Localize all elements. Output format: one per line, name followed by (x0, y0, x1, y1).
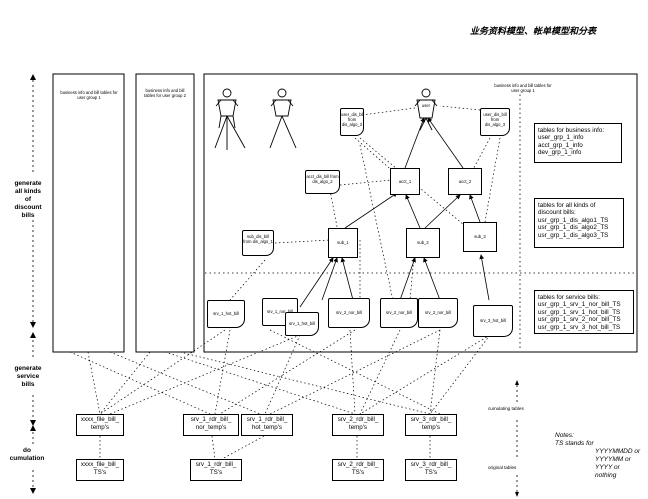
temp-line1: srv_2_rdr_bill_ (337, 416, 379, 423)
notes-line: TS stands for (555, 440, 594, 447)
user-dis-bill-a: user_dis_bill from dis_algo_3 (340, 108, 364, 136)
ts-line2: TS's (351, 469, 365, 476)
person-figures (214, 88, 438, 150)
temp-line2: hot_temp's (251, 424, 283, 431)
info-service-line: usr_grp_1_srv_1_nor_bill_TS (538, 301, 621, 309)
info-business-line: dev_grp_1_info (538, 149, 582, 157)
notes-line: YYYYMM or (595, 456, 631, 463)
bill-srv2-nor-b: srv_2_nor_bill (380, 298, 418, 328)
notes-line: YYYYMMDD or (595, 448, 641, 455)
temp-line1: srv_1_rdr_bill_ (190, 416, 232, 423)
acct-dis-bill: acct_dis_bill from dis_algo_2 (305, 170, 340, 194)
temp-line2: nor_temp's (195, 424, 227, 431)
panel-main-tag: business info and bill tables for user g… (493, 83, 553, 93)
info-service-heading: tables for service bills: (538, 294, 600, 301)
bill-srv3-hot: srv_3_hot_bill (473, 305, 513, 337)
info-discount-line: usr_grp_1_dis_algo2_TS (538, 224, 609, 232)
temp-table-srv3: srv_3_rdr_bill_ temp's (405, 414, 457, 436)
user-label: user (421, 103, 431, 108)
acct-2-box: acct_2 (448, 168, 482, 195)
ts-table-xxxx: xxxx_file_bill_ TS's (76, 459, 124, 481)
temp-table-srv1-hot: srv_1_rdr_bill_ hot_temp's (241, 414, 293, 436)
ts-line2: TS's (424, 469, 438, 476)
ts-line1: srv_3_rdr_bill_ (410, 461, 452, 468)
ts-table-srv1: srv_1_rdr_bill_ TS's (190, 459, 242, 481)
label-generate-service: generate service bills (14, 365, 42, 388)
bill-srv1-hot-b: srv_1_hot_bill (285, 312, 319, 336)
temp-table-xxxx: xxxx_file_bill_ temp's (76, 414, 124, 436)
info-business-line: acct_grp_1_info (538, 141, 583, 149)
notes-line: nothing (595, 472, 617, 479)
sub-1-box: sub_1 (328, 228, 358, 258)
info-service-line: usr_grp_1_srv_3_hot_bill_TS (538, 323, 621, 331)
ts-line1: srv_1_rdr_bill_ (195, 461, 237, 468)
acct-1-box: acct_1 (390, 168, 420, 195)
ts-line2: TS's (93, 469, 107, 476)
temp-line2: temp's (90, 424, 110, 431)
temp-line2: temp's (348, 424, 368, 431)
label-do-cumulation: do cumulation (9, 447, 45, 462)
info-service-tables: tables for service bills: usr_grp_1_srv_… (534, 290, 634, 334)
info-discount-line: usr_grp_1_dis_algo1_TS (538, 216, 609, 224)
info-discount-tables: tables for all kinds of discount bills: … (534, 198, 624, 248)
temp-table-srv1-nor: srv_1_rdr_bill_ nor_temp's (183, 414, 239, 436)
ts-line1: xxxx_file_bill_ (80, 461, 120, 468)
info-business-heading: tables for business info: (538, 127, 605, 134)
sub-3-box: sub_3 (463, 222, 497, 252)
info-discount-heading: tables for all kinds of discount bills: (538, 202, 596, 217)
panel-group1-tag: business info and bill tables for user g… (60, 90, 118, 100)
temp-line1: srv_1_rdr_bill_ (246, 416, 288, 423)
temp-line1: srv_3_rdr_bill_ (410, 416, 452, 423)
temp-table-srv2: srv_2_rdr_bill_ temp's (332, 414, 384, 436)
temp-line2: temp's (421, 424, 441, 431)
ts-table-srv3: srv_3_rdr_bill_ TS's (405, 459, 457, 481)
temp-line1: xxxx_file_bill_ (80, 416, 120, 423)
user-dis-bill-b: user_dis_bill from dis_algo_3 (480, 108, 510, 136)
sub-dis-bill: sub_dis_bill from dis_algo_1 (242, 230, 274, 256)
bill-srv2-nor-c: srv_2_nor_bill (418, 298, 458, 328)
info-business-line: user_grp_1_info (538, 134, 584, 142)
ts-line2: TS's (209, 469, 223, 476)
info-service-line: usr_grp_1_srv_2_nor_bill_TS (538, 316, 621, 324)
bill-srv2-nor-a: srv_2_nor_bill (328, 298, 370, 328)
label-generate-discount: generate all kinds of discount bills (14, 180, 42, 219)
notes: Notes: TS stands for YYYYMMDD or YYYYMM … (555, 432, 640, 480)
bill-srv1-hot-a: srv_1_hot_bill (207, 300, 245, 328)
label-cumulating-tables: cumulating tables (488, 406, 524, 411)
info-discount-line: usr_grp_1_dis_algo3_TS (538, 231, 609, 239)
info-business-tables: tables for business info: user_grp_1_inf… (534, 123, 622, 163)
label-original-tables: original tables (488, 465, 517, 470)
notes-heading: Notes: (555, 432, 574, 439)
info-service-line: usr_grp_1_srv_1_hot_bill_TS (538, 308, 621, 316)
sub-2-box: sub_2 (406, 228, 440, 258)
ts-table-srv2: srv_2_rdr_bill_ TS's (332, 459, 384, 481)
ts-line1: srv_2_rdr_bill_ (337, 461, 379, 468)
diagram-title: 业务资料模型、帐单模型和分表 (470, 27, 597, 37)
notes-line: YYYY or (595, 464, 620, 471)
panel-group2-tag: business info and bill tables for user g… (144, 88, 186, 98)
